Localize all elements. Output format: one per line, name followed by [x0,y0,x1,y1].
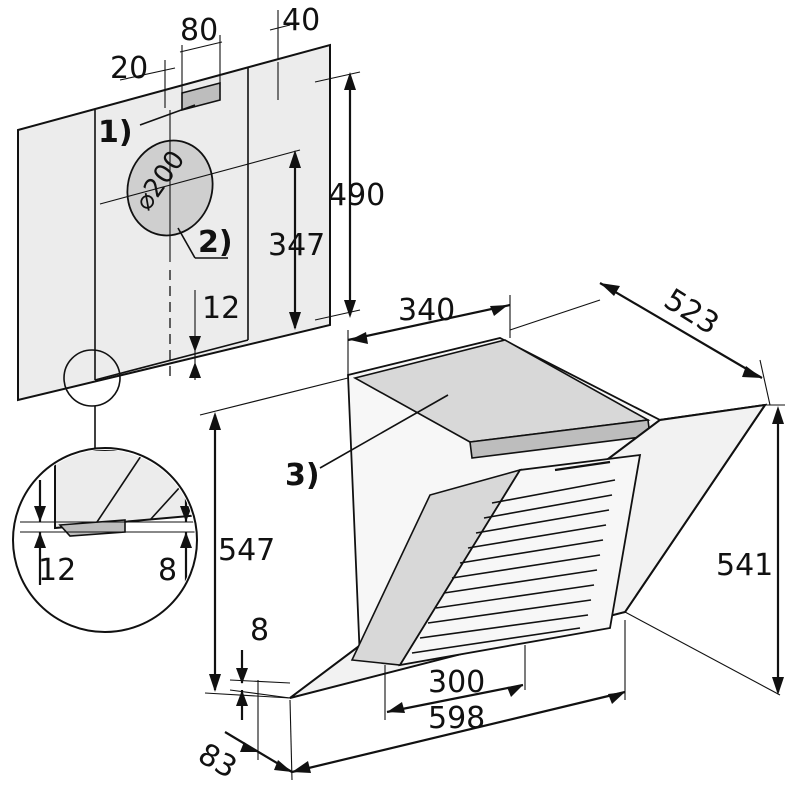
dim-side-height: 541 [716,548,773,583]
dim-bottom-offset: 8 [250,613,269,648]
dim-wall-height: 490 [328,178,385,213]
detail-magnifier [12,349,198,633]
dim-panel-projection: 83 [192,737,243,786]
duct-opening [99,110,301,262]
dim-total-width: 598 [428,701,485,736]
dim-front-height: 547 [218,533,275,568]
callout-socket: 1) [98,115,133,150]
dim-depth-total: 523 [658,282,725,342]
dim-wall-bottom-gap: 12 [202,291,240,326]
dim-filter-width: 300 [428,665,485,700]
dim-detail-left: 12 [38,553,76,588]
grease-filter [411,479,616,654]
dim-depth-top: 340 [398,293,455,328]
dim-duct-height: 347 [268,228,325,263]
wall-dimension-lines [119,10,361,380]
callout-top-panel: 3) [285,458,320,493]
callout-duct: 2) [198,225,233,260]
dim-socket-width: 80 [180,13,218,48]
dim-detail-right: 8 [158,553,177,588]
socket-cutout [181,81,221,112]
hood-dimension-lines [199,282,785,781]
callout-leader-top-panel [319,394,449,469]
cooker-hood [289,337,768,699]
dim-vent-offset: 40 [282,3,320,38]
dim-socket-offset: 20 [110,51,148,86]
